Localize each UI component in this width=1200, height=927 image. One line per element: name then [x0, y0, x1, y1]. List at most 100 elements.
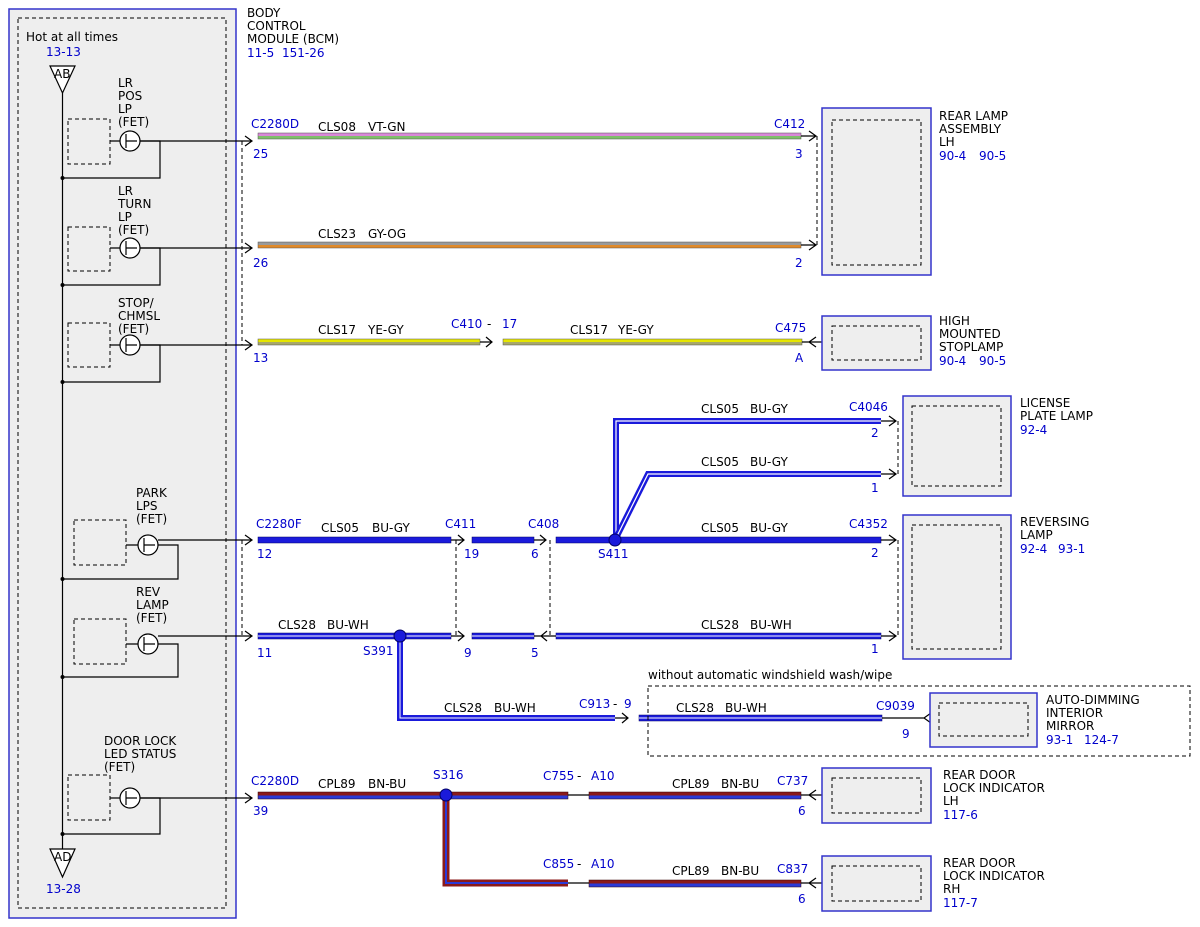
connector-c408-pins-bottom	[534, 630, 556, 642]
wire-cls17[interactable]: 13 CLS17 YE-GY C410 - 17 CLS17 YE-GY C47…	[253, 317, 823, 365]
component-inner	[938, 702, 1029, 737]
connector-label[interactable]: C408	[528, 517, 559, 531]
component-name-line: LOCK INDICATOR	[943, 869, 1045, 883]
pin-label: 6	[531, 547, 539, 561]
fet-driver-box	[67, 226, 111, 272]
output-label-line: LR	[118, 184, 133, 198]
component-rear-door-lock-indicator-rh[interactable]: REAR DOOR LOCK INDICATOR RH 117-7	[821, 855, 1045, 912]
wire-color-label: BU-GY	[750, 521, 788, 535]
lead	[158, 534, 254, 546]
connector-label[interactable]: C4046	[849, 400, 888, 414]
splice-label[interactable]: S391	[363, 644, 394, 658]
bcm-title-line-3: MODULE (BCM)	[247, 32, 339, 46]
pin-label: 6	[798, 892, 806, 906]
wire-cls17-segment-2[interactable]	[502, 338, 803, 346]
component-ref[interactable]: 124-7	[1084, 733, 1119, 747]
pin-label: A10	[591, 857, 614, 871]
wire-cls05-branch-upper[interactable]	[613, 418, 881, 538]
component-ref[interactable]: 90-5	[979, 149, 1006, 163]
wire-color-label: BU-WH	[725, 701, 767, 715]
connector-label[interactable]: C2280D	[251, 117, 299, 131]
wire-cls05-segment-2[interactable]	[471, 536, 535, 544]
wire-cls05-segment-3[interactable]	[555, 536, 882, 544]
bcm-outline	[8, 8, 237, 919]
splice-s411[interactable]	[608, 533, 622, 547]
wire-cpl89-segment-1[interactable]	[257, 791, 569, 800]
power-ref-top[interactable]: 13-13	[46, 45, 81, 59]
connector-label[interactable]: C737	[777, 774, 808, 788]
connector-label[interactable]: C2280F	[256, 517, 302, 531]
component-ref[interactable]: 92-4	[1020, 423, 1047, 437]
connector-label[interactable]: C9039	[876, 699, 915, 713]
connector-sep: -	[577, 857, 581, 871]
connector-label[interactable]: C2280D	[251, 774, 299, 788]
output-label-line: CHMSL	[118, 309, 160, 323]
connector-c410-pins	[480, 336, 493, 348]
circuit-label: CPL89	[672, 777, 710, 791]
wire-cls05-segment-1[interactable]	[257, 536, 452, 544]
wire-cls08[interactable]: C2280D 25 CLS08 VT-GN C412 3	[251, 117, 818, 161]
output-label-line: STOP/	[118, 296, 155, 310]
connector-label[interactable]: C855	[543, 857, 574, 871]
component-name-line: REAR DOOR	[943, 856, 1016, 870]
pin-label: 13	[253, 351, 268, 365]
splice-s316[interactable]	[439, 788, 453, 802]
connector-label[interactable]: C755	[543, 769, 574, 783]
component-reversing-lamp[interactable]: REVERSING LAMP 92-4 93-1	[902, 514, 1089, 660]
component-ref[interactable]: 90-4	[939, 354, 966, 368]
component-rear-door-lock-indicator-lh[interactable]: REAR DOOR LOCK INDICATOR LH 117-6	[821, 767, 1045, 824]
wire-cls17-segment-1[interactable]	[257, 338, 481, 346]
connector-label[interactable]: C410	[451, 317, 482, 331]
component-ref[interactable]: 93-1	[1058, 542, 1085, 556]
bcm-ref-1[interactable]: 11-5	[247, 46, 274, 60]
wire-cls23[interactable]: 26 CLS23 GY-OG 2	[253, 227, 818, 270]
splice-s391[interactable]	[393, 629, 407, 643]
output-label-line: LED STATUS	[104, 747, 176, 761]
circuit-label: CLS28	[676, 701, 714, 715]
component-ref[interactable]: 117-6	[943, 808, 978, 822]
component-license-plate-lamp[interactable]: LICENSE PLATE LAMP 92-4	[902, 395, 1093, 497]
power-ref-bottom[interactable]: 13-28	[46, 882, 81, 896]
wire-cls05-branch-lower[interactable]	[613, 471, 881, 540]
wire-color-label: YE-GY	[367, 323, 404, 337]
component-ref[interactable]: 93-1	[1046, 733, 1073, 747]
connector-label[interactable]: C475	[775, 321, 806, 335]
connector-label[interactable]: C913	[579, 697, 610, 711]
splice-label[interactable]: S316	[433, 768, 464, 782]
connector-label[interactable]: C4352	[849, 517, 888, 531]
wire-cls28[interactable]: 11 CLS28 BU-WH S391 9 5 CLS28 BU-WH 1 CL…	[257, 618, 932, 741]
output-label-line: TURN	[117, 197, 151, 211]
wire-cls28-end	[881, 630, 898, 642]
wire-cpl89[interactable]: C2280D 39 CPL89 BN-BU S316 C755 - A10 CP…	[251, 768, 823, 906]
output-label-line: REV	[136, 585, 161, 599]
wire-cpl89-segment-3[interactable]	[588, 879, 802, 888]
component-name-line: REVERSING	[1020, 515, 1089, 529]
component-auto-dimming-interior-mirror[interactable]: AUTO-DIMMING INTERIOR MIRROR 93-1 124-7	[929, 692, 1140, 748]
wire-cls23-line[interactable]	[257, 241, 802, 249]
wire-cpl89-segment-2[interactable]	[588, 791, 802, 800]
pin-label: 19	[464, 547, 479, 561]
component-outline	[902, 395, 1012, 497]
bcm-output-leads	[140, 135, 254, 804]
component-ref[interactable]: 92-4	[1020, 542, 1047, 556]
output-label-line: (FET)	[104, 760, 135, 774]
wire-color-label: BU-WH	[327, 618, 369, 632]
component-ref[interactable]: 117-7	[943, 896, 978, 910]
wire-cls05[interactable]: C2280F 12 CLS05 BU-GY C411 19 C408 6 S41…	[256, 400, 898, 561]
component-high-mounted-stoplamp[interactable]: HIGH MOUNTED STOPLAMP 90-4 90-5	[821, 314, 1006, 371]
connector-label[interactable]: C411	[445, 517, 476, 531]
component-ref[interactable]: 90-5	[979, 354, 1006, 368]
component-rear-lamp-assembly-lh[interactable]: REAR LAMP ASSEMBLY LH 90-4 90-5	[821, 107, 1008, 276]
component-inner	[831, 865, 922, 902]
bus-junction	[60, 283, 65, 287]
output-label-line: LP	[118, 102, 132, 116]
connector-label[interactable]: C837	[777, 862, 808, 876]
connector-label[interactable]: C412	[774, 117, 805, 131]
wire-cls05-end-main	[881, 534, 898, 546]
pin-label: 3	[795, 147, 803, 161]
bcm-ref-2[interactable]: 151-26	[282, 46, 325, 60]
circuit-label: CLS08	[318, 120, 356, 134]
splice-label[interactable]: S411	[598, 547, 629, 561]
pin-label: 2	[795, 256, 803, 270]
component-ref[interactable]: 90-4	[939, 149, 966, 163]
